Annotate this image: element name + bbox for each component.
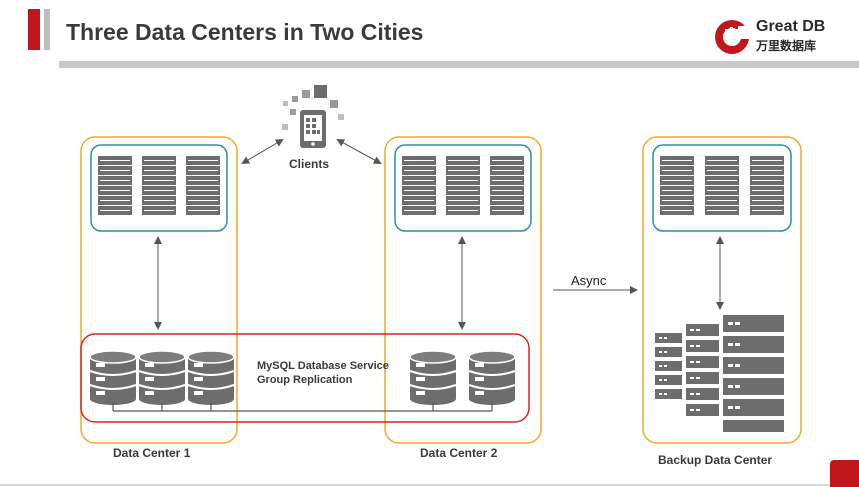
dc2-box <box>384 136 542 444</box>
server-icon <box>186 156 220 215</box>
database-icon <box>409 350 457 406</box>
server-icon <box>142 156 176 215</box>
client-dc1-arrow <box>241 138 284 165</box>
async-label: Async <box>571 273 607 288</box>
database-icon <box>138 350 186 406</box>
dc1-label: Data Center 1 <box>113 446 191 460</box>
mgr-label-line2: Group Replication <box>257 374 353 386</box>
backup-dc-box <box>642 136 802 444</box>
dc1-box <box>80 136 238 444</box>
dc1-databases <box>89 350 235 406</box>
page-title: Three Data Centers in Two Cities <box>66 19 424 45</box>
logo-emblem-icon <box>715 20 752 54</box>
database-icon <box>468 350 516 406</box>
dc2-server-box <box>394 144 532 232</box>
mgr-label-line1: MySQL Database Service <box>257 360 389 372</box>
dc2-databases <box>409 350 516 406</box>
dc1-servers <box>98 156 220 215</box>
header-accent-grey <box>44 9 50 50</box>
backup-server-box <box>652 144 792 232</box>
dc2-servers <box>402 156 524 215</box>
backup-dc-label: Backup Data Center <box>658 453 773 467</box>
dc2-label: Data Center 2 <box>420 446 498 460</box>
group-replication-box <box>80 333 530 423</box>
brand-logo: Great DB 万里数据库 <box>712 16 852 56</box>
footer-corner-accent <box>830 460 859 487</box>
logo-subtitle: 万里数据库 <box>756 39 817 53</box>
footer-divider <box>0 484 859 486</box>
server-icon <box>660 156 694 215</box>
server-icon <box>98 156 132 215</box>
server-icon <box>490 156 524 215</box>
dc1-server-box <box>90 144 228 232</box>
server-icon <box>446 156 480 215</box>
database-icon <box>89 350 137 406</box>
backup-rack-icon <box>655 315 784 432</box>
backup-servers <box>660 156 784 215</box>
clients-label: Clients <box>289 157 330 171</box>
clients-icon <box>282 85 344 148</box>
replication-bus <box>112 403 493 412</box>
client-dc2-arrow <box>336 139 382 164</box>
logo-name: Great DB <box>756 18 826 35</box>
database-icon <box>187 350 235 406</box>
server-icon <box>402 156 436 215</box>
header-accent-red <box>28 9 40 50</box>
header-divider <box>59 61 859 68</box>
server-icon <box>705 156 739 215</box>
server-icon <box>750 156 784 215</box>
